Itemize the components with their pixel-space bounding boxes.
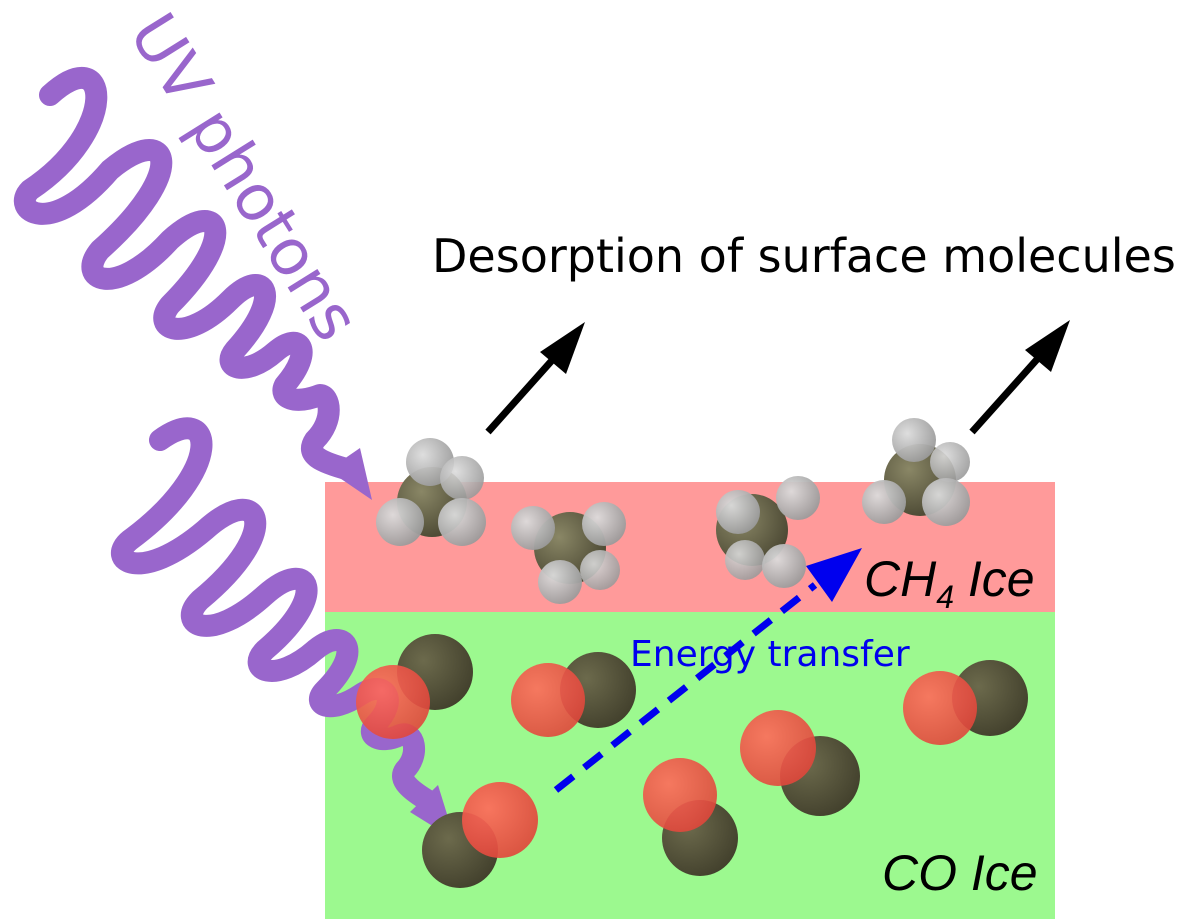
co-ice-label: CO Ice: [882, 845, 1038, 901]
co-molecule-3: [740, 710, 860, 816]
co-molecule-2: [511, 652, 636, 737]
co-molecule-1: [356, 634, 473, 739]
ch4-molecule-4: [862, 418, 970, 526]
ch4-molecule-3: [716, 476, 820, 588]
ch4-ice-label: CH4 Ice: [864, 551, 1035, 615]
ch4-ice-label-main: CH: [864, 551, 937, 607]
desorption-label: Desorption of surface molecules: [432, 229, 1176, 283]
co-molecule-4: [903, 660, 1028, 745]
ch4-ice-label-subscript: 4: [936, 579, 954, 615]
co-molecule-6: [422, 782, 538, 888]
energy-transfer-arrow: [553, 548, 862, 793]
ch4-molecule-1: [376, 438, 486, 546]
uv-photon-wave-upper: [13, 67, 372, 500]
co-molecule-5: [643, 758, 738, 876]
uv-photon-arrowhead-upper: [328, 448, 372, 500]
desorption-arrow-right: [969, 320, 1070, 435]
ch4-molecule-2: [511, 502, 626, 604]
energy-transfer-label: Energy transfer: [630, 634, 910, 675]
ch4-ice-label-tail: Ice: [954, 551, 1035, 607]
desorption-arrow-left: [485, 322, 585, 435]
